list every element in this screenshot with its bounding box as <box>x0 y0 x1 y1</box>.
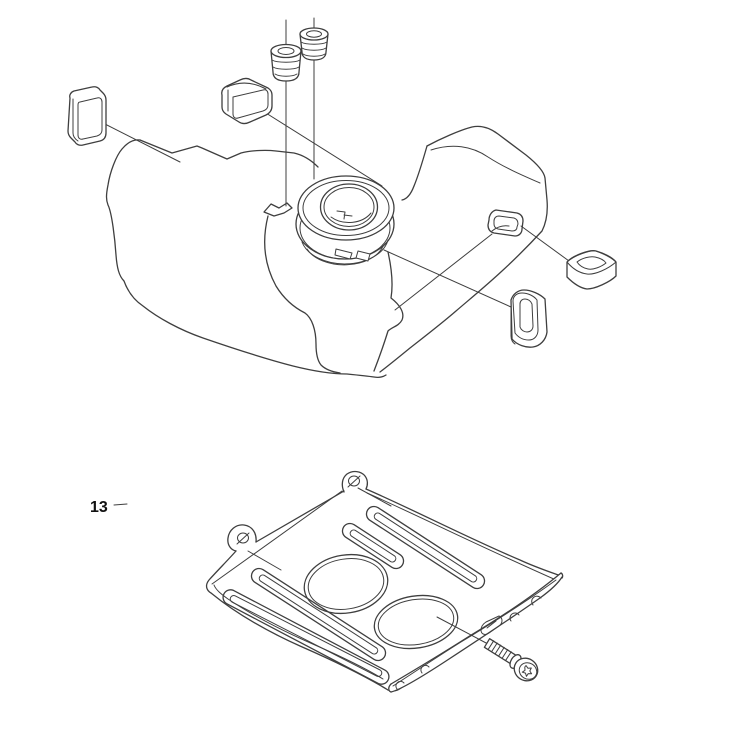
neck-rim-tab <box>355 250 371 262</box>
tank-plug-left <box>270 43 302 82</box>
callout-13: 13 <box>90 499 128 516</box>
screw-threads <box>487 640 512 661</box>
mounting-ear-left <box>227 524 257 552</box>
tank-box-outline <box>379 125 548 373</box>
bumper-pad-left <box>67 86 107 146</box>
mounting-slot <box>487 209 524 237</box>
screw <box>483 638 539 682</box>
leader-screw <box>436 616 489 645</box>
leader-grommet-vertical <box>383 249 512 308</box>
neck-rim-tab <box>334 248 353 260</box>
plate-left-edge <box>205 550 237 594</box>
tank-plug-right <box>299 27 329 61</box>
leader-pad-center <box>257 107 383 187</box>
plate-hole-upper <box>303 553 389 615</box>
tank-box-left-edge <box>401 145 428 201</box>
leader-grommet-horizontal <box>520 225 570 262</box>
leader-lines-top <box>98 17 570 311</box>
rail-slot <box>480 615 503 635</box>
fuel-tank <box>105 125 548 379</box>
plate-bend-crease <box>211 490 343 585</box>
filler-neck <box>263 175 395 266</box>
callout-dash <box>113 503 128 506</box>
neck-flange-tab <box>263 202 293 217</box>
plate-back-edge <box>255 490 345 543</box>
plate-ribs <box>222 505 486 685</box>
grommet-vertical <box>510 289 548 348</box>
callout-number: 13 <box>90 499 108 516</box>
plate-topright-edge-inner <box>366 492 557 581</box>
plate-rail <box>388 572 564 693</box>
bumper-pad-center <box>221 77 273 125</box>
leader-slot-left <box>394 233 493 311</box>
leader-pad-left <box>98 120 181 163</box>
plate-hole-lower <box>373 594 459 650</box>
plate-bottomleft-edge-inner <box>213 584 384 680</box>
tank-top-edge <box>139 139 319 168</box>
tank-hump-left <box>264 215 341 374</box>
grommet-horizontal <box>566 250 617 290</box>
tank-box-crease <box>430 145 541 184</box>
plate-topright-edge <box>365 488 562 577</box>
guard-plate-assembly: 13 <box>90 470 564 693</box>
leader-ear-top <box>357 487 392 507</box>
tank-assembly <box>67 17 617 379</box>
tank-outline <box>105 139 387 379</box>
tank-hump-right <box>373 251 404 372</box>
leader-ear-left <box>247 550 282 571</box>
leader-lines-bottom <box>247 487 489 645</box>
rail-bumps <box>395 595 542 690</box>
mounting-ear-top <box>341 470 369 493</box>
screw-torx-socket <box>521 665 533 677</box>
guard-plate <box>205 470 562 692</box>
